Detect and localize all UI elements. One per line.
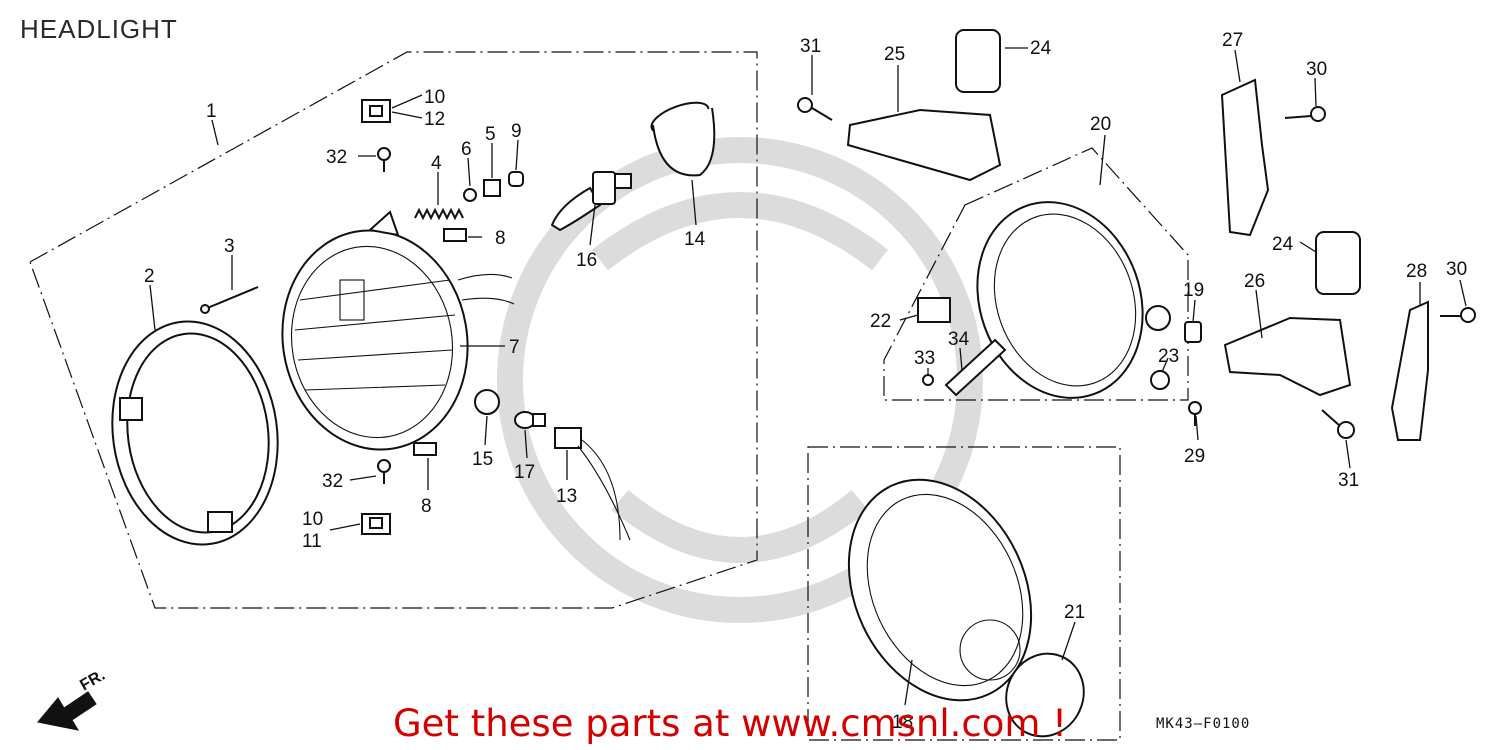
assembly-frame-alt-case bbox=[807, 446, 1121, 741]
callout-2: 2 bbox=[144, 266, 155, 287]
callout-24-lower: 24 bbox=[1272, 234, 1294, 255]
page-title: HEADLIGHT bbox=[20, 14, 178, 44]
callout-1: 1 bbox=[206, 101, 217, 122]
callout-29: 29 bbox=[1184, 446, 1205, 467]
callout-22: 22 bbox=[870, 311, 891, 332]
position-bulb-part bbox=[514, 411, 546, 429]
spacer-part bbox=[1184, 321, 1202, 343]
callout-10-upper: 10 bbox=[424, 87, 445, 108]
callout-31-lower: 31 bbox=[1338, 470, 1359, 491]
callout-24-upper: 24 bbox=[1030, 38, 1052, 59]
washer-part bbox=[463, 188, 477, 202]
callout-9: 9 bbox=[511, 121, 522, 142]
callout-10-lower: 10 bbox=[302, 509, 323, 530]
callout-28: 28 bbox=[1406, 261, 1427, 282]
bolt-part-31-lower bbox=[1321, 409, 1355, 439]
diagram-code: MK43—F0100 bbox=[1156, 716, 1251, 732]
callout-14: 14 bbox=[684, 229, 706, 250]
plate-part-34 bbox=[944, 338, 1007, 397]
screw-part bbox=[200, 286, 259, 314]
bulb-part bbox=[550, 171, 632, 232]
bracket-part-left bbox=[846, 108, 1002, 182]
callout-30-lower: 30 bbox=[1446, 259, 1467, 280]
screw-part-32-upper bbox=[377, 147, 391, 172]
callout-33: 33 bbox=[914, 348, 935, 369]
bolt-part-29 bbox=[1188, 401, 1202, 426]
cap-part bbox=[508, 171, 524, 187]
bulb-cover-part bbox=[650, 101, 716, 177]
callout-5: 5 bbox=[485, 124, 496, 145]
callout-32-lower: 32 bbox=[322, 471, 343, 492]
callout-32-upper: 32 bbox=[326, 147, 347, 168]
nut-clip-part-upper bbox=[361, 99, 391, 123]
alt-headlight-case-part bbox=[847, 478, 1033, 702]
callout-25: 25 bbox=[884, 44, 905, 65]
clip-part-upper bbox=[443, 228, 467, 242]
callout-23: 23 bbox=[1158, 346, 1179, 367]
callout-34: 34 bbox=[948, 329, 970, 350]
callout-21: 21 bbox=[1064, 602, 1085, 623]
callout-3: 3 bbox=[224, 236, 235, 257]
spring-part bbox=[414, 207, 464, 221]
callout-17: 17 bbox=[514, 462, 535, 483]
callout-20: 20 bbox=[1090, 114, 1111, 135]
bracket-part-right bbox=[1223, 316, 1352, 397]
callout-11: 11 bbox=[302, 531, 322, 552]
nut-part bbox=[483, 179, 501, 197]
callout-4: 4 bbox=[431, 153, 442, 174]
stay-part-27 bbox=[1220, 78, 1270, 237]
callout-6: 6 bbox=[461, 139, 472, 160]
promo-link-text[interactable]: Get these parts at www.cmsnl.com ! bbox=[393, 702, 1068, 745]
screw-part-32-lower bbox=[377, 459, 391, 484]
rim-ring-part bbox=[111, 320, 279, 546]
bolt-part-30-lower bbox=[1440, 307, 1476, 323]
callout-26: 26 bbox=[1244, 271, 1265, 292]
callout-8-upper: 8 bbox=[495, 228, 506, 249]
callout-19: 19 bbox=[1183, 280, 1204, 301]
collar-part-lower bbox=[1315, 231, 1361, 295]
clip-part-lower bbox=[413, 442, 437, 456]
callout-18: 18 bbox=[892, 712, 913, 733]
headlight-case-part bbox=[976, 201, 1171, 399]
grommet-part bbox=[474, 389, 500, 415]
socket-harness-part bbox=[554, 427, 631, 541]
callout-31-upper: 31 bbox=[800, 36, 821, 57]
callouts: 1 2 3 4 5 6 7 8 8 9 10 10 11 12 13 14 15… bbox=[144, 30, 1467, 733]
bolt-part-30-upper bbox=[1284, 106, 1326, 122]
front-direction-arrow bbox=[37, 691, 97, 731]
clip-part-22 bbox=[917, 297, 951, 323]
assembly-frame-headlight-unit bbox=[29, 51, 758, 609]
screw-part-33 bbox=[922, 374, 934, 386]
callout-13: 13 bbox=[556, 486, 577, 507]
assembly-frame-case bbox=[883, 147, 1189, 401]
collar-part-upper bbox=[955, 29, 1001, 93]
bolt-part-31-upper bbox=[797, 97, 833, 121]
callout-16: 16 bbox=[576, 250, 597, 271]
leader-lines bbox=[149, 47, 1467, 706]
callout-8-lower: 8 bbox=[421, 496, 432, 517]
headlight-lens-unit-part bbox=[281, 210, 515, 451]
stay-part-28 bbox=[1390, 300, 1429, 441]
nut-part-23 bbox=[1150, 370, 1170, 390]
callout-12: 12 bbox=[424, 109, 445, 130]
callout-30-upper: 30 bbox=[1306, 59, 1327, 80]
callout-27: 27 bbox=[1222, 30, 1243, 51]
callout-15: 15 bbox=[472, 449, 493, 470]
nut-clip-part-lower bbox=[361, 513, 391, 535]
callout-7: 7 bbox=[509, 337, 520, 358]
